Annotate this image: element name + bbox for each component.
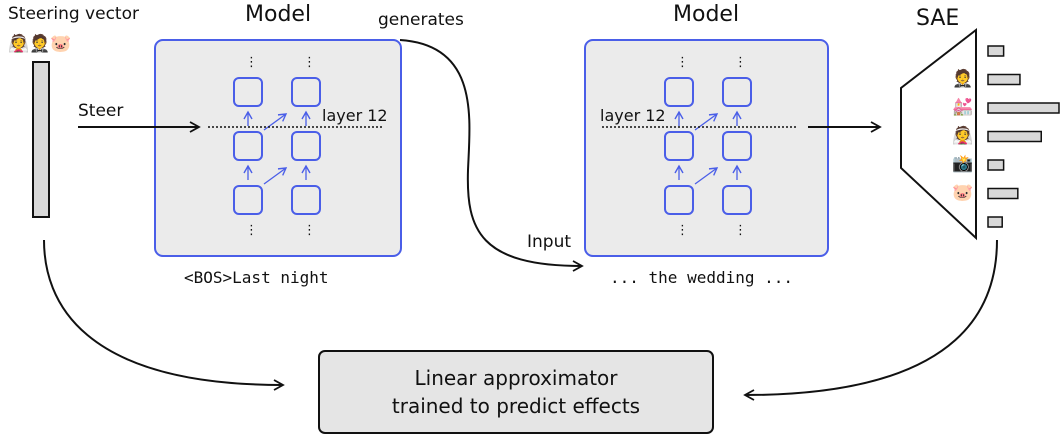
pig-icon: 🐷 (50, 34, 72, 54)
generates-arrow (399, 39, 584, 272)
sae-feature-bar (987, 45, 1005, 57)
bride-icon: 👰 (952, 125, 974, 146)
bride-icon: 👰 (8, 34, 30, 54)
sae-feature-bar (987, 216, 1003, 228)
steering-vector-bar (32, 61, 50, 218)
model-left-input-text: <BOS>Last night (184, 268, 329, 287)
svg-text:⋮: ⋮ (676, 223, 689, 238)
svg-text:⋮: ⋮ (734, 223, 747, 238)
sae-feature-bar (987, 102, 1060, 114)
input-label: Input (527, 232, 572, 252)
sae-trapezoid (900, 27, 977, 241)
groom-icon: 🤵 (952, 68, 974, 89)
approximator-line-1: Linear approximator (414, 366, 618, 390)
svg-text:⋮: ⋮ (734, 55, 747, 70)
church-icon: 💒 (952, 97, 974, 117)
sae-feature-bar (987, 73, 1021, 86)
model-right-box (584, 39, 829, 257)
svg-text:⋮: ⋮ (303, 223, 316, 238)
sae-title: SAE (916, 6, 960, 31)
steer-label: Steer (78, 101, 124, 121)
groom-icon: 🤵 (29, 34, 51, 54)
approximator-line-2: trained to predict effects (391, 394, 641, 418)
camera-icon: 📸 (952, 154, 974, 174)
generates-label: generates (378, 10, 464, 30)
model-right-title: Model (673, 2, 740, 27)
svg-text:⋮: ⋮ (303, 55, 316, 70)
sae-feature-bar (987, 159, 1005, 171)
steering-vector-title: Steering vector (8, 4, 139, 24)
model-left-box (154, 39, 402, 257)
steering-to-approximator-arrow (43, 239, 285, 391)
svg-text:⋮: ⋮ (245, 55, 258, 70)
layer-12-label-left: layer 12 (322, 106, 388, 125)
model-right-input-text: ... the wedding ... (610, 268, 794, 287)
model-left-title: Model (245, 2, 312, 27)
sae-feature-bars (987, 45, 1060, 228)
svg-text:⋮: ⋮ (245, 223, 258, 238)
layer-12-label-right: layer 12 (600, 106, 666, 125)
steering-emojis: 👰🤵🐷 (8, 34, 72, 54)
sae-feature-bar (987, 187, 1019, 200)
linear-approximator-box: Linear approximator trained to predict e… (318, 350, 714, 434)
model-right-internals (664, 77, 752, 215)
svg-text:⋮: ⋮ (676, 55, 689, 70)
model-left-internals (233, 77, 321, 215)
sae-to-approximator-arrow (743, 239, 998, 401)
sae-feature-bar (987, 130, 1042, 143)
pig-icon: 🐷 (952, 182, 974, 203)
